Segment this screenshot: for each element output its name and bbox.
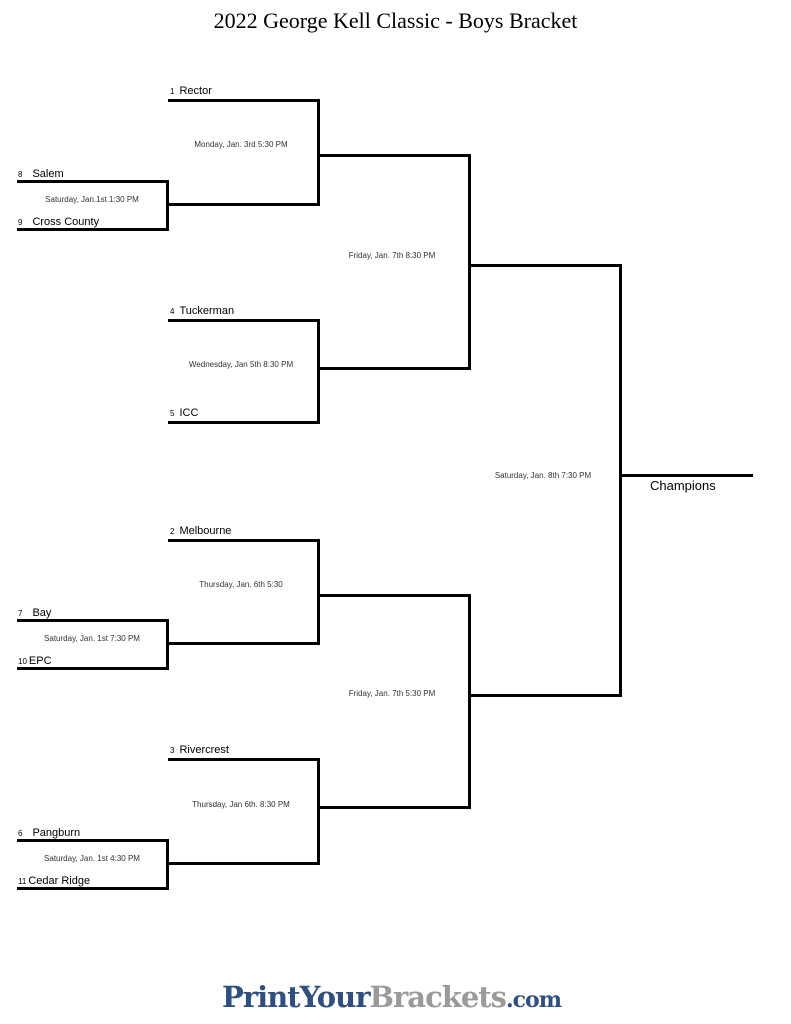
team-name: Tuckerman bbox=[179, 305, 235, 317]
printyourbrackets-logo: PrintYourBrackets.com bbox=[222, 980, 562, 1014]
team-slot: 5 ICC bbox=[170, 407, 198, 419]
connector bbox=[317, 539, 320, 645]
seed: 7 bbox=[18, 609, 23, 618]
team-name: Pangburn bbox=[32, 827, 81, 839]
seed: 2 bbox=[170, 527, 175, 536]
slot-line bbox=[168, 758, 320, 761]
slot-line bbox=[317, 154, 471, 157]
connector bbox=[619, 264, 622, 697]
team-slot: 2 Melbourne bbox=[170, 525, 231, 537]
connector bbox=[468, 594, 471, 809]
slot-line bbox=[166, 642, 320, 645]
slot-line bbox=[468, 264, 622, 267]
game-date: Thursday, Jan 6th. 8:30 PM bbox=[192, 800, 290, 809]
slot-line bbox=[317, 594, 471, 597]
connector bbox=[317, 99, 320, 206]
seed: 5 bbox=[170, 409, 175, 418]
game-date: Friday, Jan. 7th 8:30 PM bbox=[348, 251, 436, 260]
team-slot: 6 Pangburn bbox=[18, 827, 80, 839]
seed: 11 bbox=[18, 877, 27, 886]
slot-line bbox=[166, 862, 320, 865]
slot-line bbox=[317, 806, 471, 809]
team-name: Melbourne bbox=[179, 525, 232, 537]
logo-part: PrintYour bbox=[222, 980, 370, 1014]
seed: 1 bbox=[170, 87, 175, 96]
champion-line bbox=[619, 474, 753, 477]
slot-line bbox=[17, 667, 169, 670]
connector bbox=[317, 758, 320, 865]
team-name: ICC bbox=[179, 407, 199, 419]
connector bbox=[317, 319, 320, 424]
team-name: Rivercrest bbox=[179, 744, 229, 756]
connector bbox=[468, 154, 471, 370]
slot-line bbox=[17, 180, 169, 183]
team-slot: 3 Rivercrest bbox=[170, 744, 229, 756]
logo-part: Brackets bbox=[369, 980, 507, 1014]
game-date: Thursday, Jan. 6th 5:30 bbox=[199, 580, 283, 589]
slot-line bbox=[166, 203, 320, 206]
game-date: Saturday, Jan. 8th 7:30 PM bbox=[494, 471, 592, 480]
game-date: Saturday, Jan. 1st 4:30 PM bbox=[44, 854, 140, 863]
team-name: Bay bbox=[32, 607, 52, 619]
seed: 4 bbox=[170, 307, 175, 316]
game-date: Saturday, Jan. 1st 7:30 PM bbox=[44, 634, 140, 643]
seed: 10 bbox=[18, 657, 27, 666]
seed: 6 bbox=[18, 829, 23, 838]
team-name: Cross County bbox=[32, 216, 100, 228]
slot-line bbox=[468, 694, 622, 697]
team-slot: 1 Rector bbox=[170, 85, 212, 97]
game-date: Wednesday, Jan 5th 8:30 PM bbox=[188, 360, 294, 369]
slot-line bbox=[17, 619, 169, 622]
game-date: Saturday, Jan.1st 1:30 PM bbox=[45, 195, 139, 204]
game-date: Monday, Jan. 3rd 5:30 PM bbox=[194, 140, 288, 149]
team-name: Cedar Ridge bbox=[28, 875, 91, 887]
team-slot: 9 Cross County bbox=[18, 216, 99, 228]
slot-line bbox=[168, 319, 320, 322]
slot-line bbox=[17, 887, 169, 890]
slot-line bbox=[17, 228, 169, 231]
team-name: Rector bbox=[179, 85, 212, 97]
team-slot: 8 Salem bbox=[18, 168, 64, 180]
team-name: EPC bbox=[28, 655, 52, 667]
slot-line bbox=[168, 539, 320, 542]
game-date: Friday, Jan. 7th 5:30 PM bbox=[348, 689, 436, 698]
slot-line bbox=[17, 839, 169, 842]
bracket-title: 2022 George Kell Classic - Boys Bracket bbox=[213, 8, 578, 33]
slot-line bbox=[317, 367, 471, 370]
logo-part: .com bbox=[506, 987, 562, 1013]
champions-label: Champions bbox=[650, 478, 716, 493]
slot-line bbox=[168, 99, 320, 102]
team-slot: 4 Tuckerman bbox=[170, 305, 234, 317]
team-slot: 7 Bay bbox=[18, 607, 51, 619]
seed: 3 bbox=[170, 746, 175, 755]
slot-line bbox=[168, 421, 320, 424]
seed: 9 bbox=[18, 218, 23, 227]
team-name: Salem bbox=[32, 168, 64, 180]
seed: 8 bbox=[18, 170, 23, 179]
